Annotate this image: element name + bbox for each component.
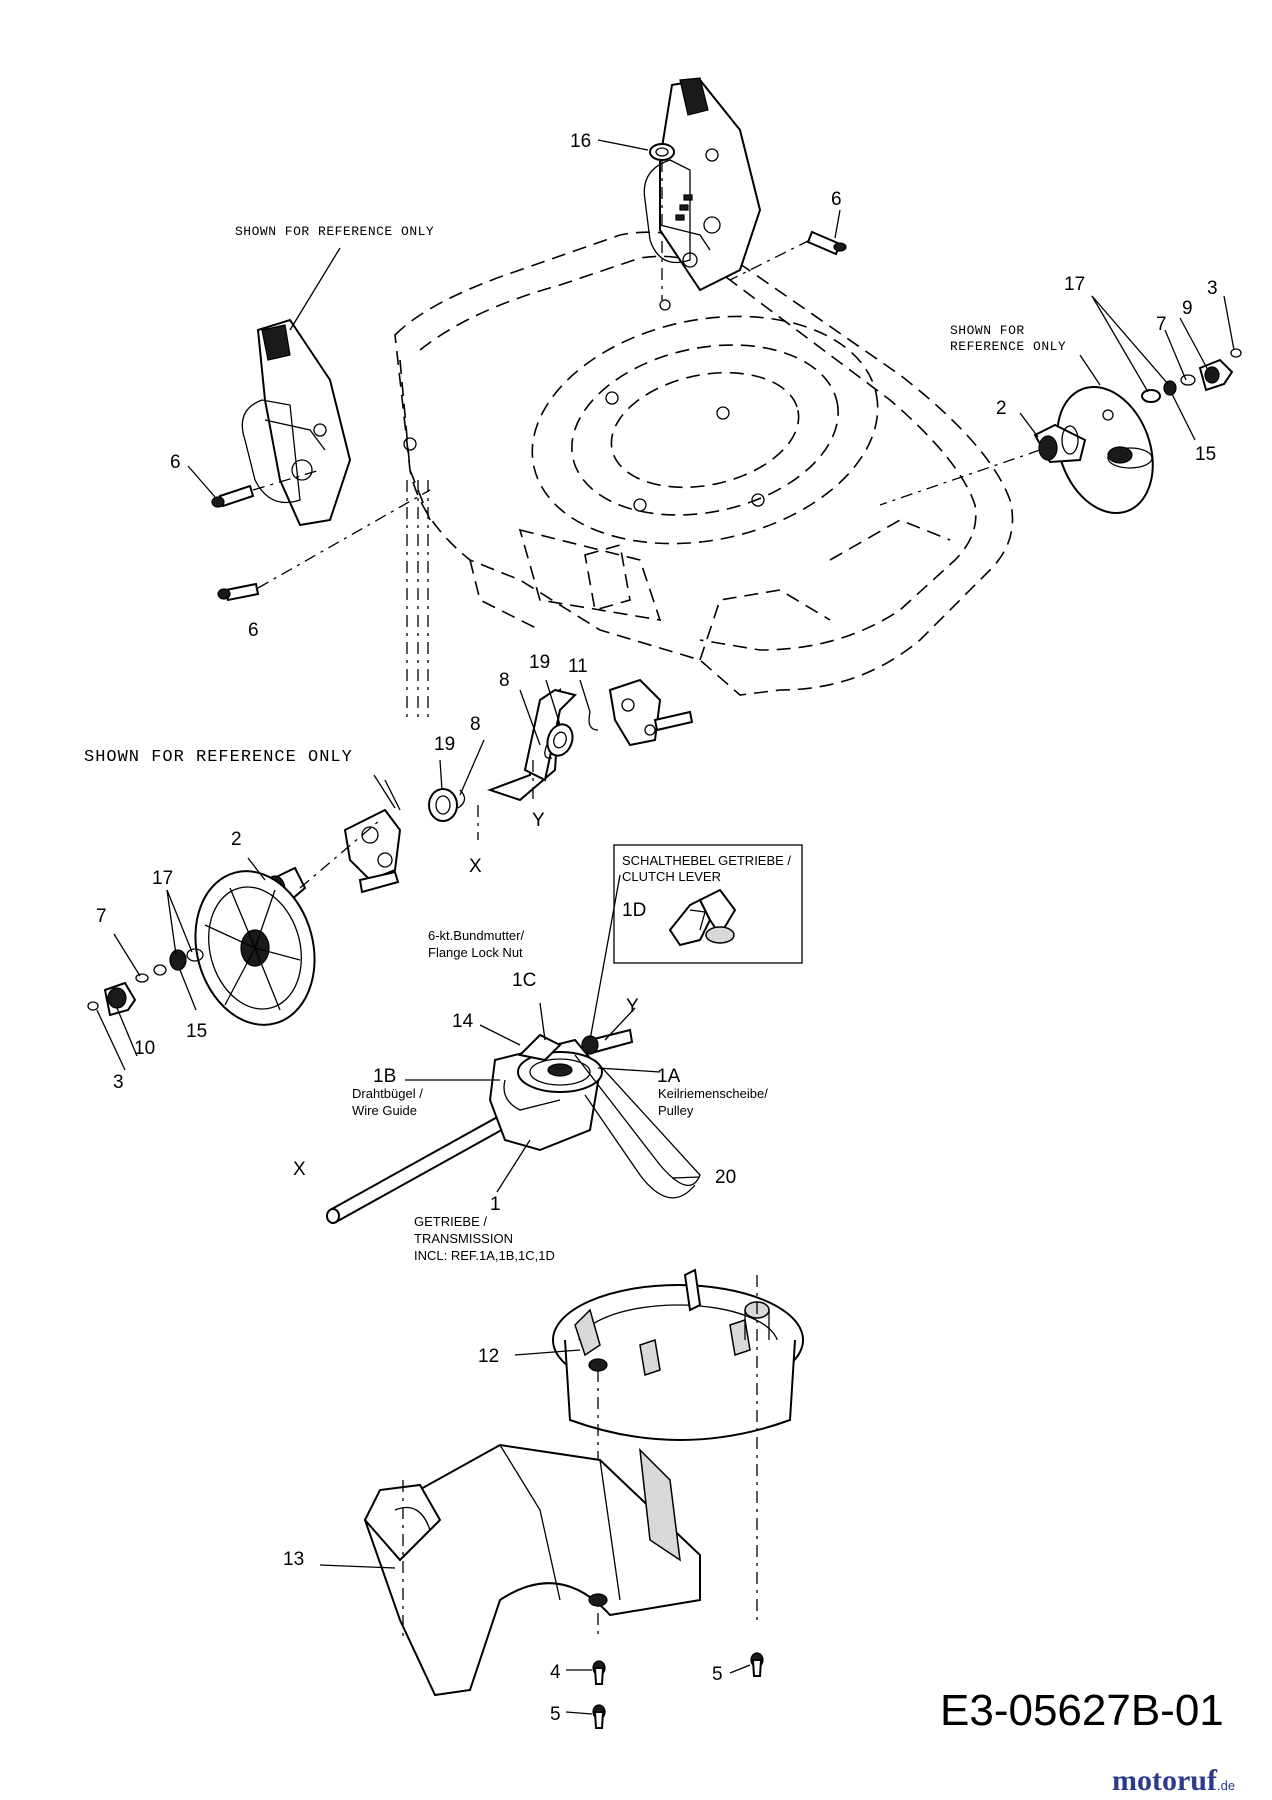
callout-8-lower: 8 [470, 714, 481, 735]
callout-5-lower: 5 [550, 1704, 561, 1725]
callout-12: 12 [478, 1346, 499, 1367]
note-clutch-lever-line1: SCHALTHEBEL GETRIEBE / [622, 853, 791, 868]
note-ref-right-line2: REFERENCE ONLY [950, 339, 1066, 354]
watermark-suffix: .de [1217, 1778, 1235, 1793]
mower-deck [394, 231, 1014, 696]
callout-11: 11 [568, 656, 588, 677]
height-adjuster-top [643, 77, 762, 292]
callout-y-lower: Y [626, 996, 639, 1017]
callout-10: 10 [134, 1038, 155, 1059]
callout-6-top: 6 [831, 189, 842, 210]
note-transmission-line3: INCL: REF.1A,1B,1C,1D [414, 1248, 555, 1263]
clutch-lever-box [613, 844, 803, 964]
transmission-1 [326, 1028, 701, 1224]
axle-components [428, 678, 694, 822]
callout-3-left: 3 [113, 1072, 124, 1093]
callout-7-right: 7 [1156, 314, 1167, 335]
callout-6-left: 6 [170, 452, 181, 473]
callout-5-right: 5 [712, 1664, 723, 1685]
callout-3-right: 3 [1207, 278, 1218, 299]
part-13-chute [363, 1443, 701, 1697]
note-flange-nut-line2: Flange Lock Nut [428, 945, 523, 960]
callout-2-right: 2 [996, 398, 1007, 419]
callout-x-upper: X [469, 856, 482, 877]
left-wheel-assembly [87, 808, 402, 1026]
svg-text:motoruf.de: motoruf.de [1112, 1764, 1235, 1797]
clutch-lever-1D [668, 888, 737, 947]
note-ref-middle: SHOWN FOR REFERENCE ONLY [84, 748, 353, 767]
callout-15-left: 15 [186, 1021, 207, 1042]
note-wire-guide-line2: Wire Guide [352, 1103, 417, 1118]
note-pulley-line1: Keilriemenscheibe/ [658, 1086, 768, 1101]
callout-19-upper: 19 [529, 652, 550, 673]
note-wire-guide-line1: Drahtbügel / [352, 1086, 423, 1101]
callout-9: 9 [1182, 298, 1193, 319]
part-16-washer [649, 143, 675, 161]
leader-lines [96, 139, 1235, 1715]
note-transmission-line2: TRANSMISSION [414, 1231, 513, 1246]
right-wheel-assembly [879, 348, 1242, 514]
callout-1: 1 [490, 1194, 501, 1215]
note-flange-nut-line1: 6-kt.Bundmutter/ [428, 928, 524, 943]
callout-2-left: 2 [231, 829, 242, 850]
callout-1B: 1B [373, 1066, 396, 1087]
callout-y-upper: Y [532, 810, 545, 831]
watermark-logo: motoruf.de [1112, 1764, 1235, 1797]
note-pulley-line2: Pulley [658, 1103, 694, 1118]
callout-15-right: 15 [1195, 444, 1216, 465]
bolts-4-5 [592, 1652, 764, 1729]
callout-19-lower: 19 [434, 734, 455, 755]
bolt-6-left-upper [211, 469, 321, 508]
callout-1D: 1D [622, 900, 646, 921]
note-ref-top-left: SHOWN FOR REFERENCE ONLY [235, 224, 434, 239]
callout-x-lower: X [293, 1159, 306, 1180]
callout-17-right: 17 [1064, 274, 1085, 295]
callout-14: 14 [452, 1011, 474, 1032]
callout-1A: 1A [657, 1066, 681, 1087]
callout-13: 13 [283, 1549, 304, 1570]
diagram-code: E3-05627B-01 [940, 1686, 1224, 1735]
callout-8-upper: 8 [499, 670, 510, 691]
callout-1C: 1C [512, 970, 536, 991]
callout-6-lower: 6 [248, 620, 259, 641]
callout-4: 4 [550, 1662, 561, 1683]
note-clutch-lever-line2: CLUTCH LEVER [622, 869, 721, 884]
note-transmission-line1: GETRIEBE / [414, 1214, 487, 1229]
watermark-text-a: motoruf [1112, 1764, 1218, 1797]
bolt-6-top [729, 230, 847, 281]
callout-16: 16 [570, 131, 591, 152]
bolt-6-left-lower [217, 489, 431, 602]
callout-20: 20 [715, 1167, 736, 1188]
part-12-chute-mount [552, 1268, 804, 1640]
reference-notes: SHOWN FOR REFERENCE ONLY SHOWN FOR REFER… [84, 224, 1066, 1263]
callout-7-left: 7 [96, 906, 107, 927]
note-ref-right-line1: SHOWN FOR [950, 323, 1025, 338]
part-callouts: 16 6 6 6 17 3 9 7 2 15 19 11 8 8 19 Y X … [96, 131, 1218, 1725]
callout-17-left: 17 [152, 868, 173, 889]
height-adjuster-left [241, 318, 352, 527]
